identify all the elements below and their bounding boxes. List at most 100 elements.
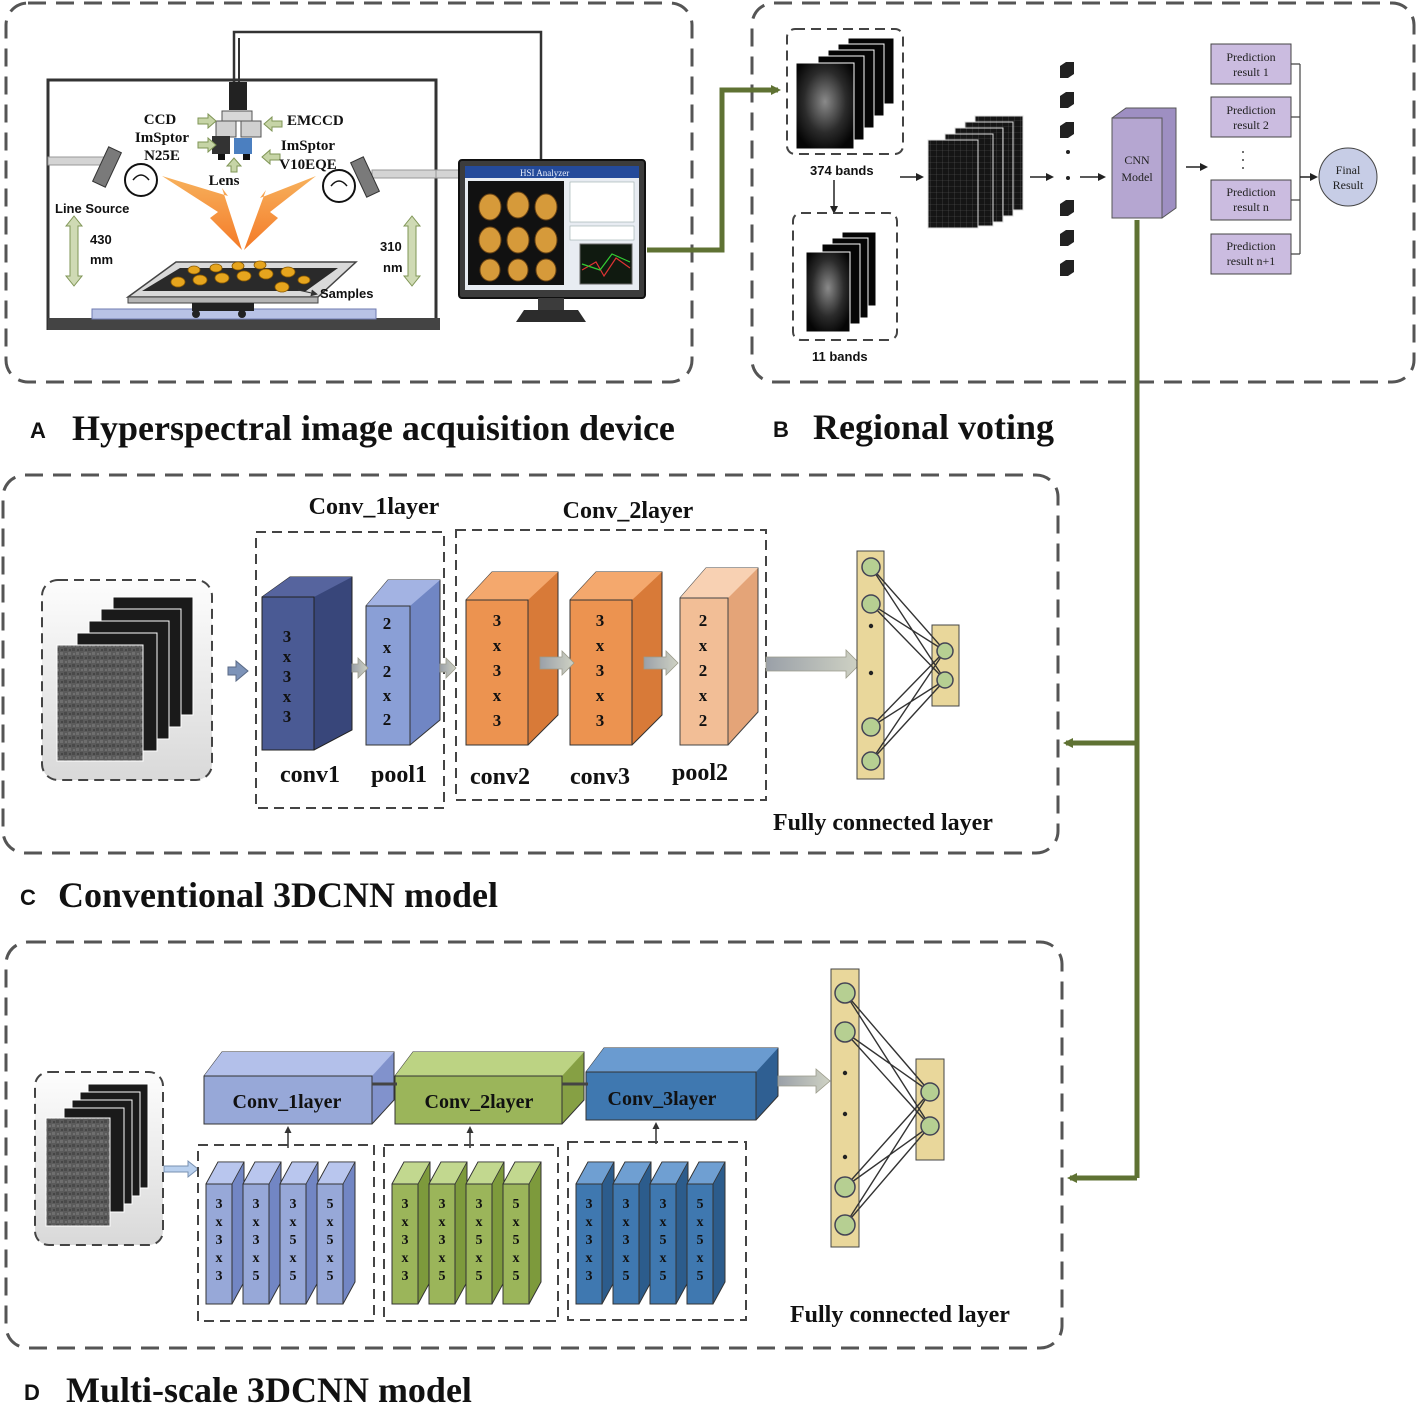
panel-d-frame: [4, 940, 1064, 1350]
ms-kernel-char: 3: [216, 1269, 223, 1284]
kernel-char-pool2-0: 2: [699, 611, 708, 630]
kernel-char-pool1-2: 2: [383, 662, 392, 681]
prediction-n1-line2: result n+1: [1227, 254, 1275, 268]
ms-kernel-char: x: [697, 1251, 704, 1266]
layer-label-conv2: conv2: [470, 764, 530, 790]
callout-arrows: [197, 112, 283, 173]
conv-2-layer-group-label: Conv_2layer: [563, 498, 694, 524]
kernel-char-pool2-2: 2: [699, 661, 708, 680]
ms-kernel-char: 5: [253, 1269, 260, 1284]
ms-kernel-char: x: [476, 1251, 483, 1266]
ms-conv1-layer-label: Conv_1layer: [233, 1091, 342, 1113]
fc-layer-conventional: [856, 550, 960, 780]
ms-kernel-char: 5: [513, 1197, 520, 1212]
prediction-n-line2: result n: [1233, 200, 1269, 214]
kernel-char-pool2-1: x: [699, 636, 708, 655]
conv3-block: [569, 571, 663, 746]
fc-layer-multiscale: [830, 968, 945, 1248]
patch-cubes: [1060, 62, 1074, 276]
prediction-2-line2: result 2: [1233, 118, 1269, 132]
multiscale-input-stack: [45, 1083, 149, 1227]
label-imspector-left-1: ImSptor: [135, 130, 190, 146]
kernel-char-pool1-3: x: [383, 686, 392, 705]
kernel-char-conv3-0: 3: [596, 611, 605, 630]
ms-kernel-char: 3: [623, 1233, 630, 1248]
ms-kernel-char: x: [586, 1251, 593, 1266]
panel-d-title: Multi-scale 3DCNN model: [66, 1370, 472, 1407]
ms-kernel-char: 3: [660, 1197, 667, 1212]
kernel-char-conv3-1: x: [596, 636, 605, 655]
pool2-block: [679, 567, 759, 746]
panel-a-letter: A: [30, 418, 46, 443]
layer-label-conv3: conv3: [570, 764, 630, 790]
kernel-char-conv1-4: 3: [283, 707, 292, 726]
final-result-circle: [1318, 147, 1378, 207]
bands-11-label: 11 bands: [812, 349, 868, 364]
panel-d-letter: D: [24, 1380, 40, 1405]
ms-kernel-char: 3: [290, 1197, 297, 1212]
ms-kernel-char: x: [290, 1215, 297, 1230]
ms-kernel-char: x: [623, 1251, 630, 1266]
final-result-line1: Final: [1336, 163, 1361, 177]
ms-kernel-char: x: [697, 1215, 704, 1230]
ms-kernel-char: 5: [697, 1197, 704, 1212]
ms-kernel-char: 3: [439, 1233, 446, 1248]
kernel-char-pool1-4: 2: [383, 710, 392, 729]
label-wavelength-unit: nm: [383, 260, 403, 275]
prediction-n1-line1: Prediction: [1226, 239, 1275, 253]
ms-kernel-char: 3: [586, 1197, 593, 1212]
left-light-beam: [162, 176, 242, 250]
panel-c-title: Conventional 3DCNN model: [58, 875, 498, 915]
kernel-char-conv2-1: x: [493, 636, 502, 655]
ms-kernel-char: x: [290, 1251, 297, 1266]
ms-kernel-char: 5: [290, 1233, 297, 1248]
ms-kernel-char: 3: [216, 1197, 223, 1212]
right-light-source-icon: [322, 156, 381, 203]
kernel-char-conv2-3: x: [493, 686, 502, 705]
kernel-char-conv1-1: x: [283, 647, 292, 666]
ms-kernel-char: x: [402, 1251, 409, 1266]
ccd-camera-icon: [212, 136, 230, 154]
label-ccd: CCD: [144, 112, 177, 128]
fc-label-multiscale: Fully connected layer: [790, 1302, 1010, 1328]
ms-kernel-char: 5: [623, 1269, 630, 1284]
kernel-char-conv3-2: 3: [596, 661, 605, 680]
ms-kernel-char: 5: [327, 1197, 334, 1212]
cnn-model-label-2: Model: [1121, 170, 1153, 184]
ms-kernel-char: x: [253, 1215, 260, 1230]
ms-kernel-char: x: [253, 1251, 260, 1266]
ms-kernel-char: x: [327, 1251, 334, 1266]
kernel-char-pool1-0: 2: [383, 614, 392, 633]
label-imspector-right-1: ImSptor: [281, 138, 336, 154]
height-arrow: [64, 215, 422, 287]
panel-b-title: Regional voting: [813, 407, 1054, 447]
panel-a-title: Hyperspectral image acquisition device: [72, 408, 675, 448]
ms-kernel-char: 5: [439, 1269, 446, 1284]
ms-kernel-char: 3: [586, 1233, 593, 1248]
conventional-input-stack: [56, 596, 194, 762]
ms-kernel-char: x: [660, 1215, 667, 1230]
ms-kernel-char: x: [439, 1215, 446, 1230]
left-light-source-icon: [91, 146, 158, 197]
label-wavelength-value: 310: [380, 239, 402, 254]
ms-kernel-char: 3: [253, 1233, 260, 1248]
ms-kernel-char: 3: [439, 1197, 446, 1212]
band-stack-11: [805, 231, 877, 333]
software-title: HSI Analyzer: [520, 168, 569, 178]
cnn-model-box: [1111, 107, 1177, 219]
ms-kernel-char: 3: [476, 1197, 483, 1212]
label-height-unit: mm: [90, 252, 113, 267]
prediction-n-line1: Prediction: [1226, 185, 1275, 199]
